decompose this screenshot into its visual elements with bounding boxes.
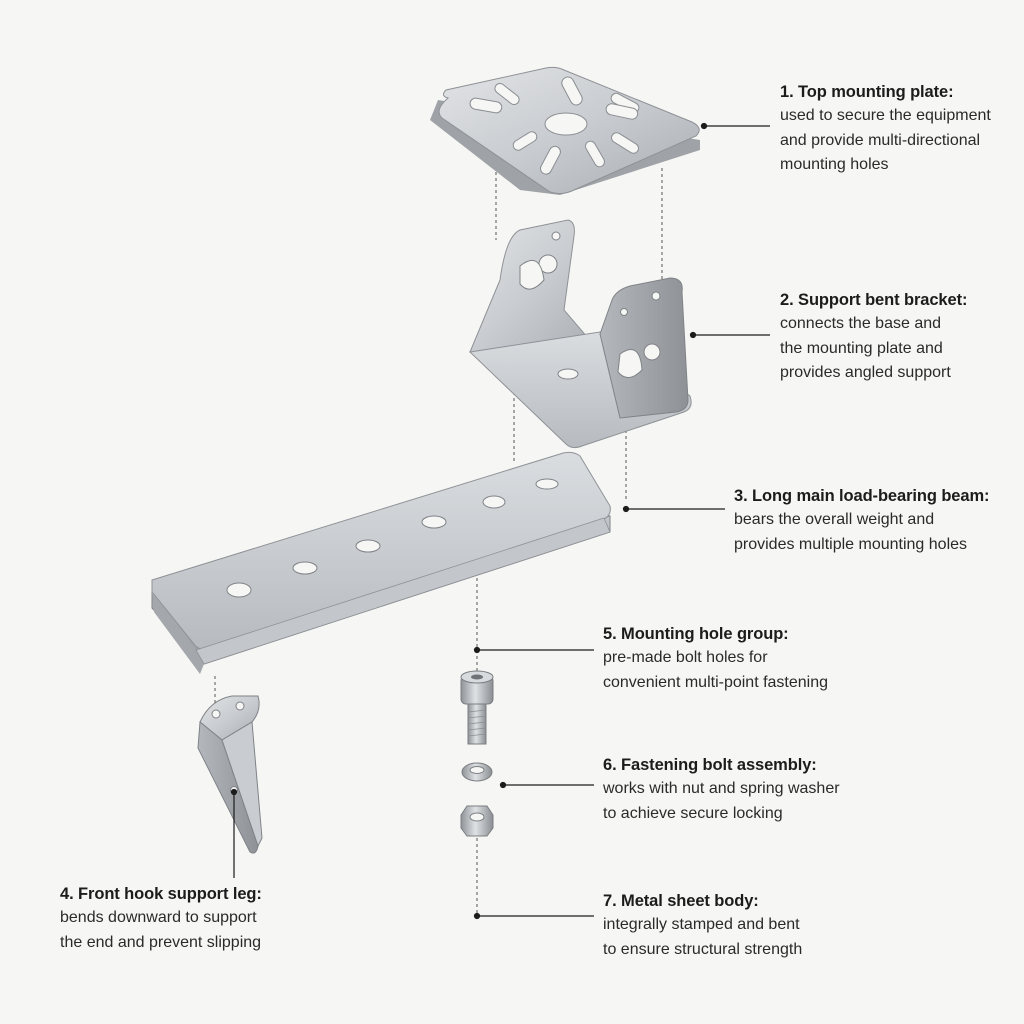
plate-slots	[469, 76, 640, 175]
callout-text: integrally stamped and bent	[603, 916, 800, 933]
beam-holes	[226, 478, 559, 598]
leader-dot	[499, 781, 507, 789]
leader-dot	[230, 788, 238, 796]
callout-title: 5. Mounting hole group:	[603, 625, 789, 643]
front-hook-support-leg	[197, 695, 263, 854]
callout-text: and provide multi-directional	[780, 131, 981, 149]
callout-title: 3. Long main load-bearing beam:	[734, 487, 990, 505]
spring-washer	[461, 762, 493, 782]
callout-text: bends downward to support	[60, 909, 257, 926]
callout-text: provides multiple mounting holes	[734, 535, 968, 553]
callout-support-bent-bracket: 2. Support bent bracket: connects the ba…	[780, 288, 967, 386]
leader-dot	[622, 505, 630, 513]
callout-fastening-bolt-assembly: 6. Fastening bolt assembly: works with n…	[603, 753, 840, 826]
callout-text: to achieve secure locking	[603, 804, 783, 822]
leader-dot	[689, 331, 697, 339]
callout-text: convenient multi-point fastening	[603, 673, 829, 691]
callout-text: mounting holes	[780, 156, 889, 173]
callout-text: pre-made bolt holes for	[603, 649, 768, 666]
callout-title: 2. Support bent bracket:	[780, 291, 968, 309]
callout-text: used to secure the equipment	[780, 107, 991, 124]
callout-front-hook-support-leg: 4. Front hook support leg: bends downwar…	[60, 882, 262, 955]
top-mounting-plate	[430, 66, 700, 195]
bolt	[460, 670, 494, 745]
callout-text: connects the base and	[780, 315, 942, 332]
callout-long-main-beam: 3. Long main load-bearing beam: bears th…	[734, 484, 990, 557]
callout-text: the mounting plate and	[780, 339, 943, 357]
callout-metal-sheet-body: 7. Metal sheet body: integrally stamped …	[603, 889, 802, 962]
leader-dot	[700, 122, 708, 130]
callout-text: the end and prevent slipping	[60, 933, 262, 951]
leader-dot	[473, 646, 481, 654]
center-hole	[544, 112, 588, 136]
callout-text: to ensure structural strength	[603, 940, 803, 958]
callout-title: 7. Metal sheet body:	[603, 892, 759, 910]
callout-text: provides angled support	[780, 364, 951, 381]
fastening-bolt-assembly	[460, 670, 494, 837]
support-bent-bracket	[468, 219, 692, 449]
callout-title: 4. Front hook support leg:	[60, 885, 262, 903]
leader-lines	[230, 122, 770, 920]
callout-title: 6. Fastening bolt assembly:	[603, 756, 817, 774]
long-main-beam	[151, 451, 611, 674]
callout-top-mounting-plate: 1. Top mounting plate: used to secure th…	[780, 80, 991, 178]
leader-dot	[473, 912, 481, 920]
callout-text: works with nut and spring washer	[603, 780, 840, 797]
callout-mounting-hole-group: 5. Mounting hole group: pre-made bolt ho…	[603, 622, 828, 695]
callout-text: bears the overall weight and	[734, 511, 935, 528]
callout-title: 1. Top mounting plate:	[780, 83, 954, 101]
hex-nut	[460, 805, 494, 837]
